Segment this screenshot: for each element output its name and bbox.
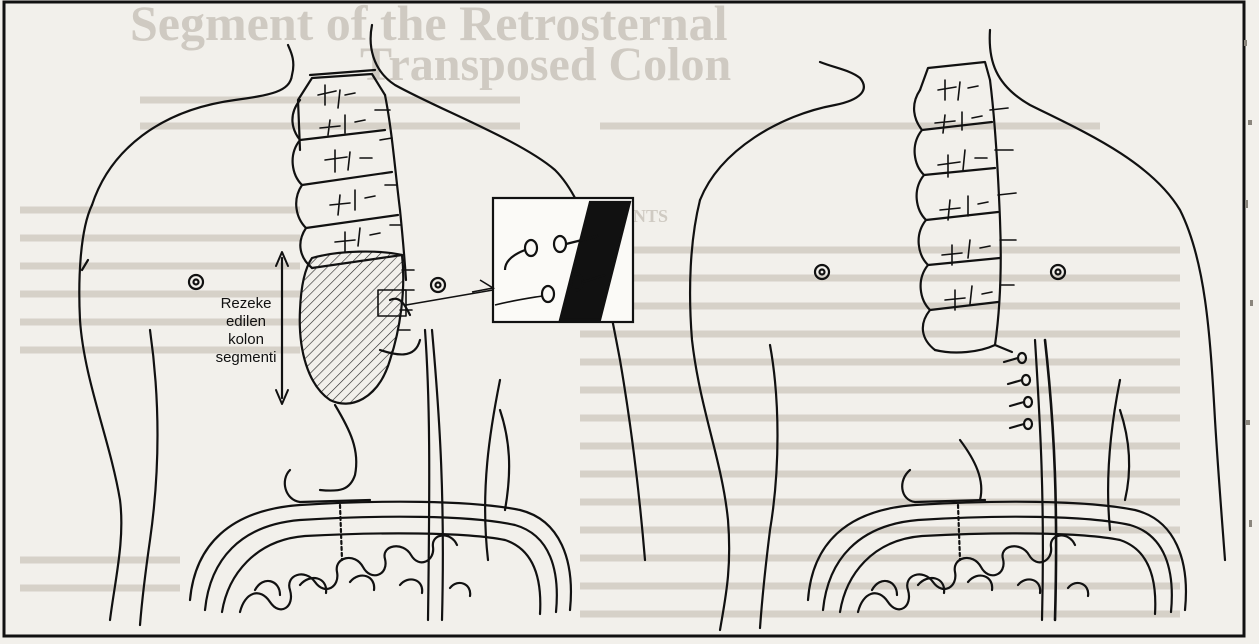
- label-line-3: kolon: [228, 331, 264, 348]
- label-line-1: Rezeke: [221, 295, 272, 312]
- left-arm-inner: [140, 330, 158, 625]
- bg-text-lines: [20, 100, 1180, 614]
- resected-segment-hatch: [300, 252, 404, 404]
- label-line-2: edilen: [226, 313, 266, 330]
- left-intestine-outer: [190, 502, 571, 610]
- left-marker-circle: [189, 275, 203, 289]
- label-line-4: segmenti: [216, 349, 277, 366]
- inset-detail: [493, 198, 633, 322]
- resected-segment-label: Rezeke edilen kolon segmenti: [216, 295, 277, 366]
- left-inner-contour: [485, 380, 500, 560]
- right-figure: [690, 30, 1225, 630]
- bg-title-line-2: Transposed Colon: [360, 38, 731, 91]
